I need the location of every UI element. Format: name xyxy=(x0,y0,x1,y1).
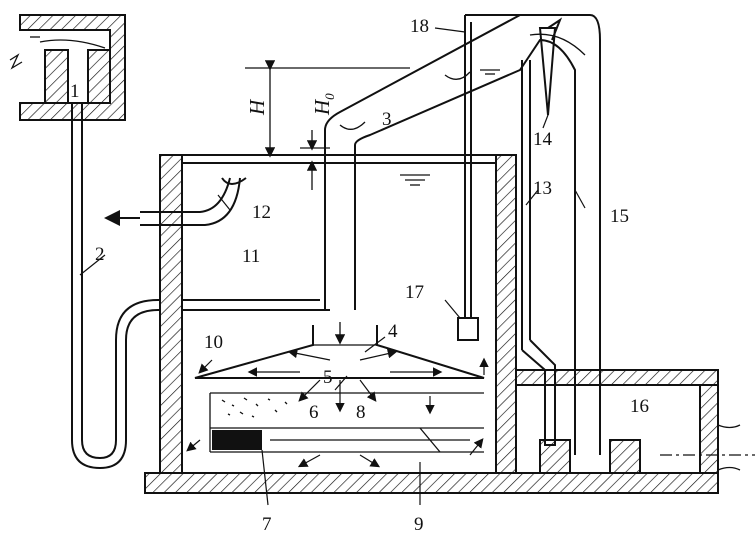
flow-arrows xyxy=(186,348,489,468)
label-8: 8 xyxy=(356,402,366,423)
main-tank xyxy=(144,154,719,494)
label-6: 6 xyxy=(309,402,319,423)
label-9: 9 xyxy=(414,514,424,534)
dimension-H xyxy=(245,60,410,190)
label-5: 5 xyxy=(323,367,333,388)
overflow-pipe xyxy=(104,177,247,226)
head-tank xyxy=(9,14,126,121)
label-15: 15 xyxy=(610,206,629,227)
pipe-13 xyxy=(521,60,556,446)
label-1: 1 xyxy=(70,81,80,102)
dimension-H0-label: H0 xyxy=(310,93,337,116)
bell-hood xyxy=(194,322,485,379)
label-4: 4 xyxy=(388,321,398,342)
label-18: 18 xyxy=(410,16,429,37)
label-3: 3 xyxy=(382,109,392,130)
filter-bed xyxy=(195,377,484,453)
outlet-box xyxy=(515,369,755,474)
label-14: 14 xyxy=(533,129,553,150)
label-13: 13 xyxy=(533,178,552,199)
label-17: 17 xyxy=(405,282,424,303)
label-10: 10 xyxy=(204,332,223,353)
label-16: 16 xyxy=(630,396,649,417)
label-12: 12 xyxy=(252,202,271,223)
water-level xyxy=(400,174,430,186)
label-2: 2 xyxy=(95,244,105,265)
labels: 1 2 3 4 5 6 7 8 9 10 11 12 13 14 15 16 1… xyxy=(70,16,649,534)
dimension-H-label: H xyxy=(245,98,269,116)
float-assembly xyxy=(457,14,520,341)
pipe-2 xyxy=(71,103,330,470)
label-11: 11 xyxy=(242,246,260,267)
leader-lines xyxy=(79,27,586,506)
tube-14 xyxy=(538,17,563,116)
label-7: 7 xyxy=(262,514,272,534)
